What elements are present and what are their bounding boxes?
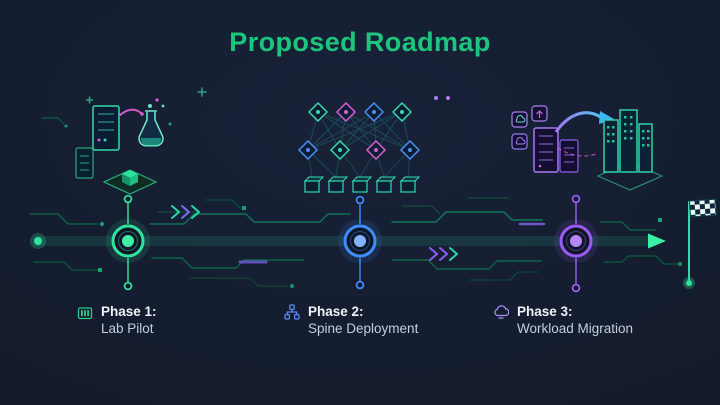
phase-1-name: Lab Pilot: [101, 321, 154, 336]
slide-title: Proposed Roadmap: [229, 27, 491, 57]
phase-2-label: Phase 2: Spine Deployment: [284, 303, 418, 337]
circuit-traces: [29, 87, 682, 288]
spine-deployment-illustration: [297, 101, 421, 193]
phase-2-name: Spine Deployment: [308, 321, 419, 336]
phase-3-label: Phase 3: Workload Migration: [493, 303, 633, 337]
phase-1-title: Phase 1:: [101, 304, 157, 319]
phase-3-title: Phase 3:: [517, 304, 573, 319]
phase-node-3: [554, 194, 598, 293]
test-tubes-icon: [77, 307, 93, 320]
checkered-flag-icon: [683, 198, 718, 289]
arrowhead-icon: [648, 233, 666, 249]
phase-3-name: Workload Migration: [517, 321, 634, 336]
cloud-icon: [494, 305, 509, 319]
phase-2-title: Phase 2:: [308, 304, 364, 319]
phase-node-1: [106, 194, 150, 291]
network-nodes-icon: [284, 304, 300, 320]
workload-migration-illustration: [511, 105, 664, 191]
phase-node-2: [338, 195, 382, 290]
phase-1-label: Phase 1: Lab Pilot: [77, 303, 157, 337]
lab-pilot-illustration: [75, 96, 172, 195]
